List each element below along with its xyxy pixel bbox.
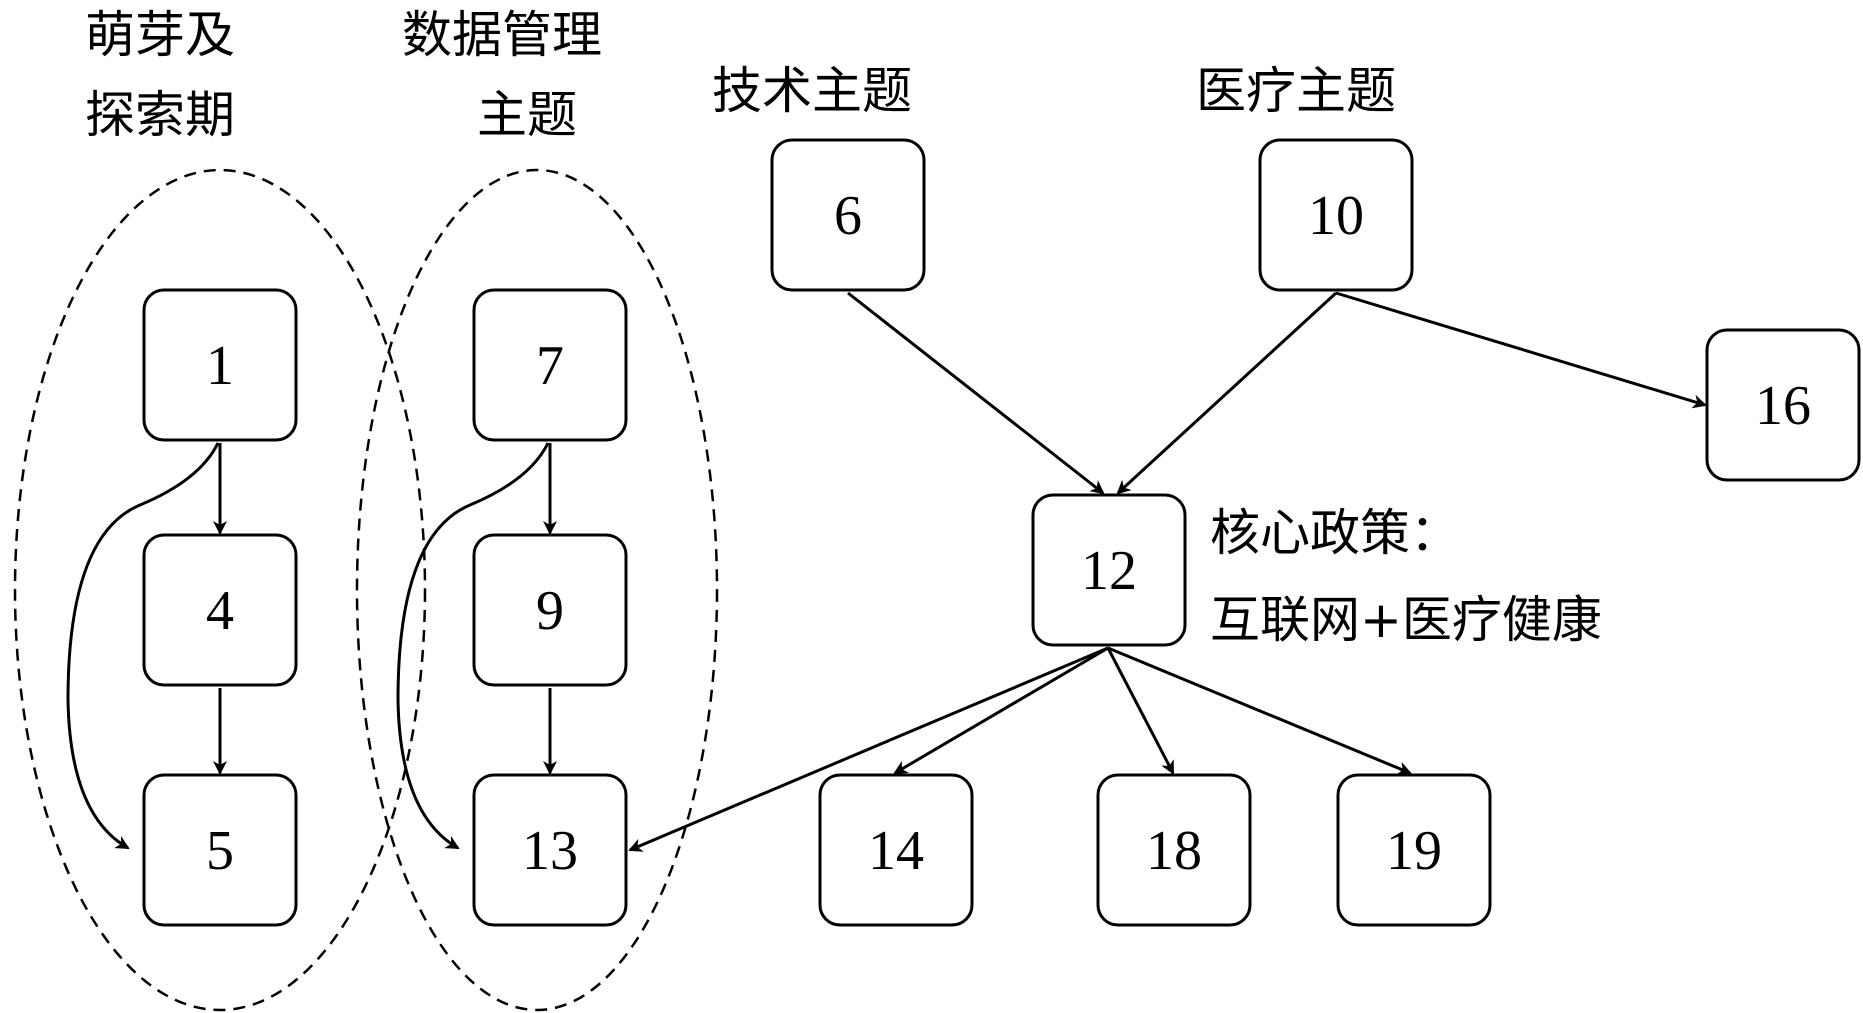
node-7: 7 [472,288,628,442]
node-label-19: 19 [1386,820,1442,882]
edge-10-to-12 [1116,291,1338,495]
group-ellipse-data-management [355,168,719,1012]
node-label-7: 7 [536,335,564,397]
node-14: 14 [818,773,974,927]
node-box-4 [142,533,298,687]
node-box-13 [472,773,628,927]
group-label-emergence-line2: 探索期 [85,86,235,144]
node-box-7 [472,288,628,442]
node-label-4: 4 [206,580,234,642]
group-label-data-management-line1: 数据管理 [402,6,602,64]
topic-label-medical: 医疗主题 [1196,62,1396,120]
node-4: 4 [142,533,298,687]
node-6: 6 [770,138,926,292]
edge-10-to-16 [1335,291,1707,409]
node-12: 12 [1031,493,1187,647]
edge-7-to-13-curve [396,442,550,850]
node-box-12 [1031,493,1187,647]
group-label-emergence-line1: 萌芽及 [85,6,235,64]
node-1: 1 [142,288,298,442]
node-box-1 [142,288,298,442]
policy-label-line2: 互联网+医疗健康 [1210,591,1602,649]
node-18: 18 [1096,773,1252,927]
node-5: 5 [142,773,298,927]
node-9: 9 [472,533,628,687]
node-label-5: 5 [206,820,234,882]
node-19: 19 [1336,773,1492,927]
node-label-6: 6 [834,185,862,247]
node-label-18: 18 [1146,820,1202,882]
policy-label-line1: 核心政策： [1210,504,1460,562]
edge-12-to-18 [1106,647,1175,775]
edges-layer [213,291,1707,852]
node-box-9 [472,533,628,687]
node-box-10 [1258,138,1414,292]
node-label-10: 10 [1308,185,1364,247]
group-label-data-management-line2: 主题 [477,86,577,144]
node-10: 10 [1258,138,1414,292]
edge-12-to-14 [893,646,1109,775]
edge-6-to-12 [847,291,1105,495]
edge-12-to-13 [628,646,1109,852]
node-box-14 [818,773,974,927]
edge-1-to-5-curve [66,442,220,850]
node-box-16 [1705,328,1861,482]
node-13: 13 [472,773,628,927]
node-box-18 [1096,773,1252,927]
node-box-6 [770,138,926,292]
node-label-9: 9 [536,580,564,642]
node-16: 16 [1705,328,1861,482]
node-label-1: 1 [206,335,234,397]
topic-label-tech: 技术主题 [712,62,912,120]
node-label-12: 12 [1081,540,1137,602]
edge-12-to-19 [1107,646,1412,775]
node-box-5 [142,773,298,927]
node-label-13: 13 [522,820,578,882]
node-box-19 [1336,773,1492,927]
node-label-16: 16 [1755,375,1811,437]
node-label-14: 14 [868,820,924,882]
group-ellipse-emergence [13,168,427,1012]
